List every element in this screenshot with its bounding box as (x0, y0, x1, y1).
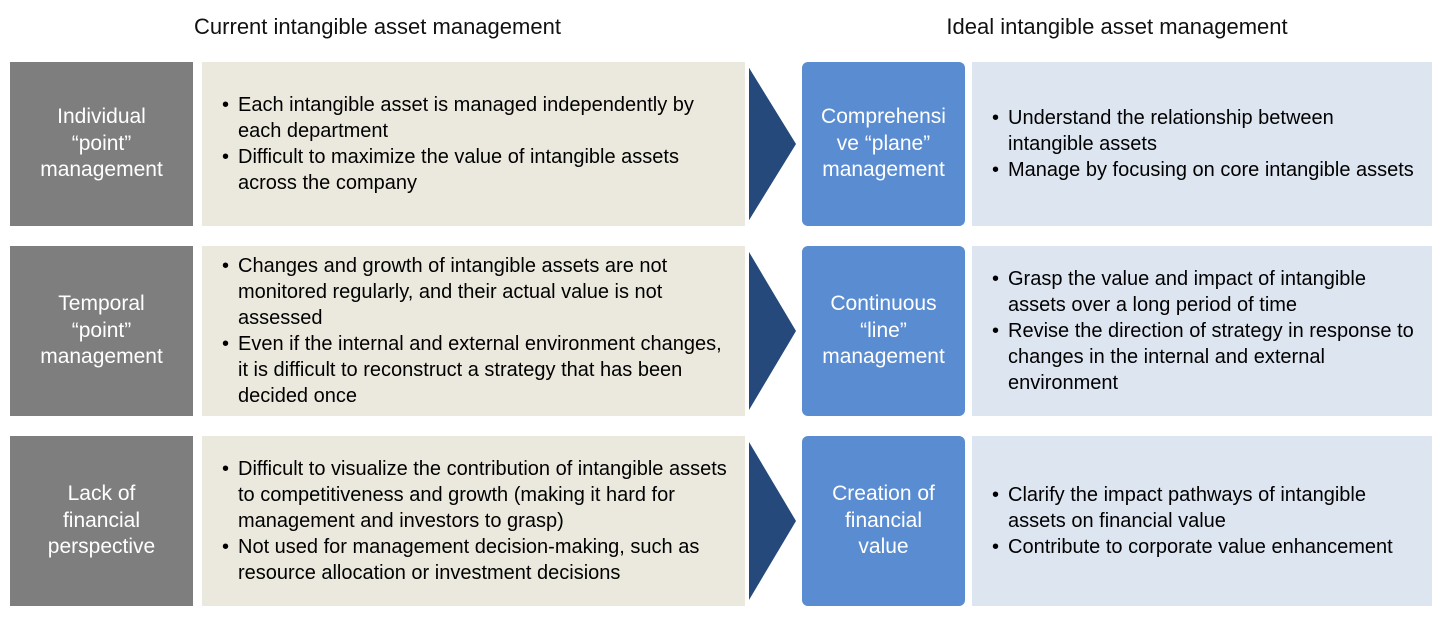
current-label-temporal-point: Temporal “point” management (10, 246, 193, 416)
arrow-cell (745, 246, 802, 416)
current-column-title: Current intangible asset management (194, 14, 561, 39)
bullet-item: Understand the relationship between inta… (988, 105, 1420, 157)
bullet-item: Grasp the value and impact of intangible… (988, 266, 1420, 318)
bullet-item: Not used for management decision-making,… (218, 534, 733, 586)
arrow-cell (745, 62, 802, 226)
ideal-desc-comprehensive-plane: Understand the relationship between inta… (972, 62, 1432, 226)
current-desc-individual-point: Each intangible asset is managed indepen… (202, 62, 745, 226)
right-arrow-icon (749, 441, 796, 601)
arrow-cell (745, 436, 802, 606)
right-arrow-icon (749, 251, 796, 411)
bullet-item: Difficult to visualize the contribution … (218, 456, 733, 534)
ideal-label-continuous-line: Continuous “line” management (802, 246, 965, 416)
bullet-item: Revise the direction of strategy in resp… (988, 318, 1420, 396)
current-label-individual-point: Individual “point” management (10, 62, 193, 226)
ideal-label-creation-of-financial-value: Creation of financial value (802, 436, 965, 606)
bullet-item: Changes and growth of intangible assets … (218, 253, 733, 331)
current-desc-temporal-point: Changes and growth of intangible assets … (202, 246, 745, 416)
ideal-label-comprehensive-plane: Comprehensi ve “plane” management (802, 62, 965, 226)
row-lack-of-financial-perspective: Lack of financial perspective Difficult … (10, 436, 1432, 606)
bullet-item: Contribute to corporate value enhancemen… (988, 534, 1420, 560)
ideal-column-title: Ideal intangible asset management (946, 14, 1288, 39)
row-temporal-point: Temporal “point” management Changes and … (10, 246, 1432, 416)
ideal-desc-creation-of-financial-value: Clarify the impact pathways of intangibl… (972, 436, 1432, 606)
bullet-item: Clarify the impact pathways of intangibl… (988, 482, 1420, 534)
bullet-item: Difficult to maximize the value of intan… (218, 144, 733, 196)
bullet-item: Even if the internal and external enviro… (218, 331, 733, 409)
row-individual-point: Individual “point” management Each intan… (10, 62, 1432, 226)
bullet-item: Each intangible asset is managed indepen… (218, 92, 733, 144)
ideal-desc-continuous-line: Grasp the value and impact of intangible… (972, 246, 1432, 416)
right-arrow-icon (749, 67, 796, 221)
current-desc-lack-financial-perspective: Difficult to visualize the contribution … (202, 436, 745, 606)
bullet-item: Manage by focusing on core intangible as… (988, 157, 1420, 183)
current-label-lack-financial-perspective: Lack of financial perspective (10, 436, 193, 606)
